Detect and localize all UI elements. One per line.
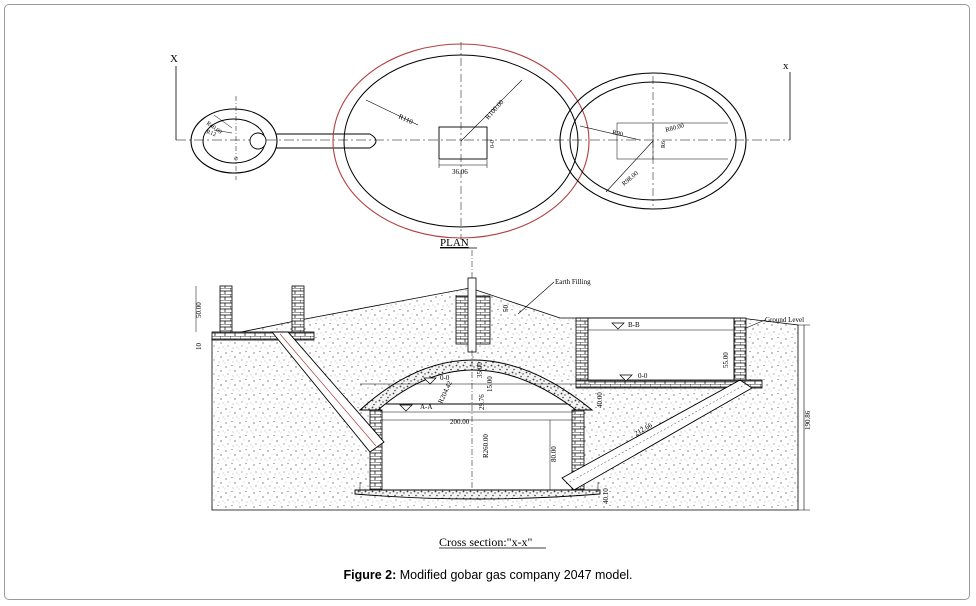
gas-outlet-pipe <box>467 277 477 353</box>
label-aa: A-A <box>420 403 432 411</box>
inlet-pipe-section <box>271 331 385 453</box>
foundation-base <box>354 489 601 500</box>
dim-2976: 29.76 <box>478 394 486 410</box>
inlet-pipe <box>276 133 377 149</box>
outlet-center-block <box>616 122 654 160</box>
outlet-wall-left <box>575 317 589 381</box>
digester-chamber <box>379 403 575 491</box>
outlet-slope-section <box>561 379 753 491</box>
dim-190: 190.86 <box>804 410 812 430</box>
dim-55: 55.00 <box>722 352 730 368</box>
outlet-wall-right <box>733 317 747 381</box>
outlet-outer-ring <box>559 72 747 210</box>
dim-line-r110 <box>365 99 419 126</box>
dim-80: 80.00 <box>550 446 558 462</box>
label-earth-filling: Earth Filling <box>555 278 591 286</box>
dim-r6: R6 <box>661 141 667 148</box>
level-marker-oo-left <box>423 377 437 385</box>
section-title: Cross section:"x-x" <box>439 535 533 549</box>
dim-50-left: 50.00 <box>195 302 203 318</box>
inlet-wall-left <box>219 285 233 333</box>
leader-ground-level <box>745 319 766 329</box>
caption-label: Figure 2: <box>343 568 397 582</box>
dim-10-left: 10 <box>195 343 203 351</box>
dim-r80: R80.00 <box>665 122 685 134</box>
outlet-tank <box>587 317 735 383</box>
dim-36: 36.06 <box>452 168 468 176</box>
leader-earth-filling <box>517 281 555 315</box>
dim-r90: R90 <box>612 129 624 138</box>
dim-200: 200.00 <box>450 418 470 426</box>
dim-r110: R110 <box>397 113 414 127</box>
dim-50-top: 50 <box>502 305 510 313</box>
dim-line-r100 <box>460 79 523 142</box>
cross-section: 50.00 10 0-0 A-A B-B 0-0 200.00 R260.00 … <box>195 250 812 549</box>
plan-title: PLAN <box>440 237 469 249</box>
plan-view: X x R40.00 R12 5 R110 R100.00 36.06 0-0 <box>170 42 791 249</box>
label-ground-level: Ground Level <box>765 316 804 324</box>
figure-caption: Figure 2: Modified gobar gas company 204… <box>0 568 976 582</box>
label-oo-right: 0-0 <box>638 372 648 380</box>
level-marker-aa <box>399 404 413 412</box>
dim-15: 15.00 <box>486 376 494 392</box>
figure-frame <box>4 4 970 600</box>
inlet-base <box>211 331 315 341</box>
dim-r100: R100.00 <box>484 98 506 121</box>
digester-center-block <box>438 126 488 160</box>
axis-label-right: x <box>783 60 789 72</box>
dim-r260: R260.00 <box>482 434 490 458</box>
dim-10: 0-0 <box>490 140 496 148</box>
dim-5: 5 <box>234 157 240 160</box>
caption-text: Modified gobar gas company 2047 model. <box>396 568 633 582</box>
label-bb: B-B <box>628 321 640 329</box>
dim-40-base: 40.10 <box>602 488 610 504</box>
inlet-pipe-opening <box>249 132 267 150</box>
dim-35: 35.00 <box>476 362 484 378</box>
level-marker-oo-right <box>619 374 633 382</box>
axis-label-left: X <box>170 53 178 65</box>
level-marker-bb <box>611 322 625 330</box>
dim-r12: R12 <box>205 129 216 138</box>
inlet-outer-ring <box>190 108 278 174</box>
inlet-wall-right <box>291 285 305 333</box>
label-oo-left: 0-0 <box>440 374 450 382</box>
dim-40: 40.00 <box>596 392 604 408</box>
